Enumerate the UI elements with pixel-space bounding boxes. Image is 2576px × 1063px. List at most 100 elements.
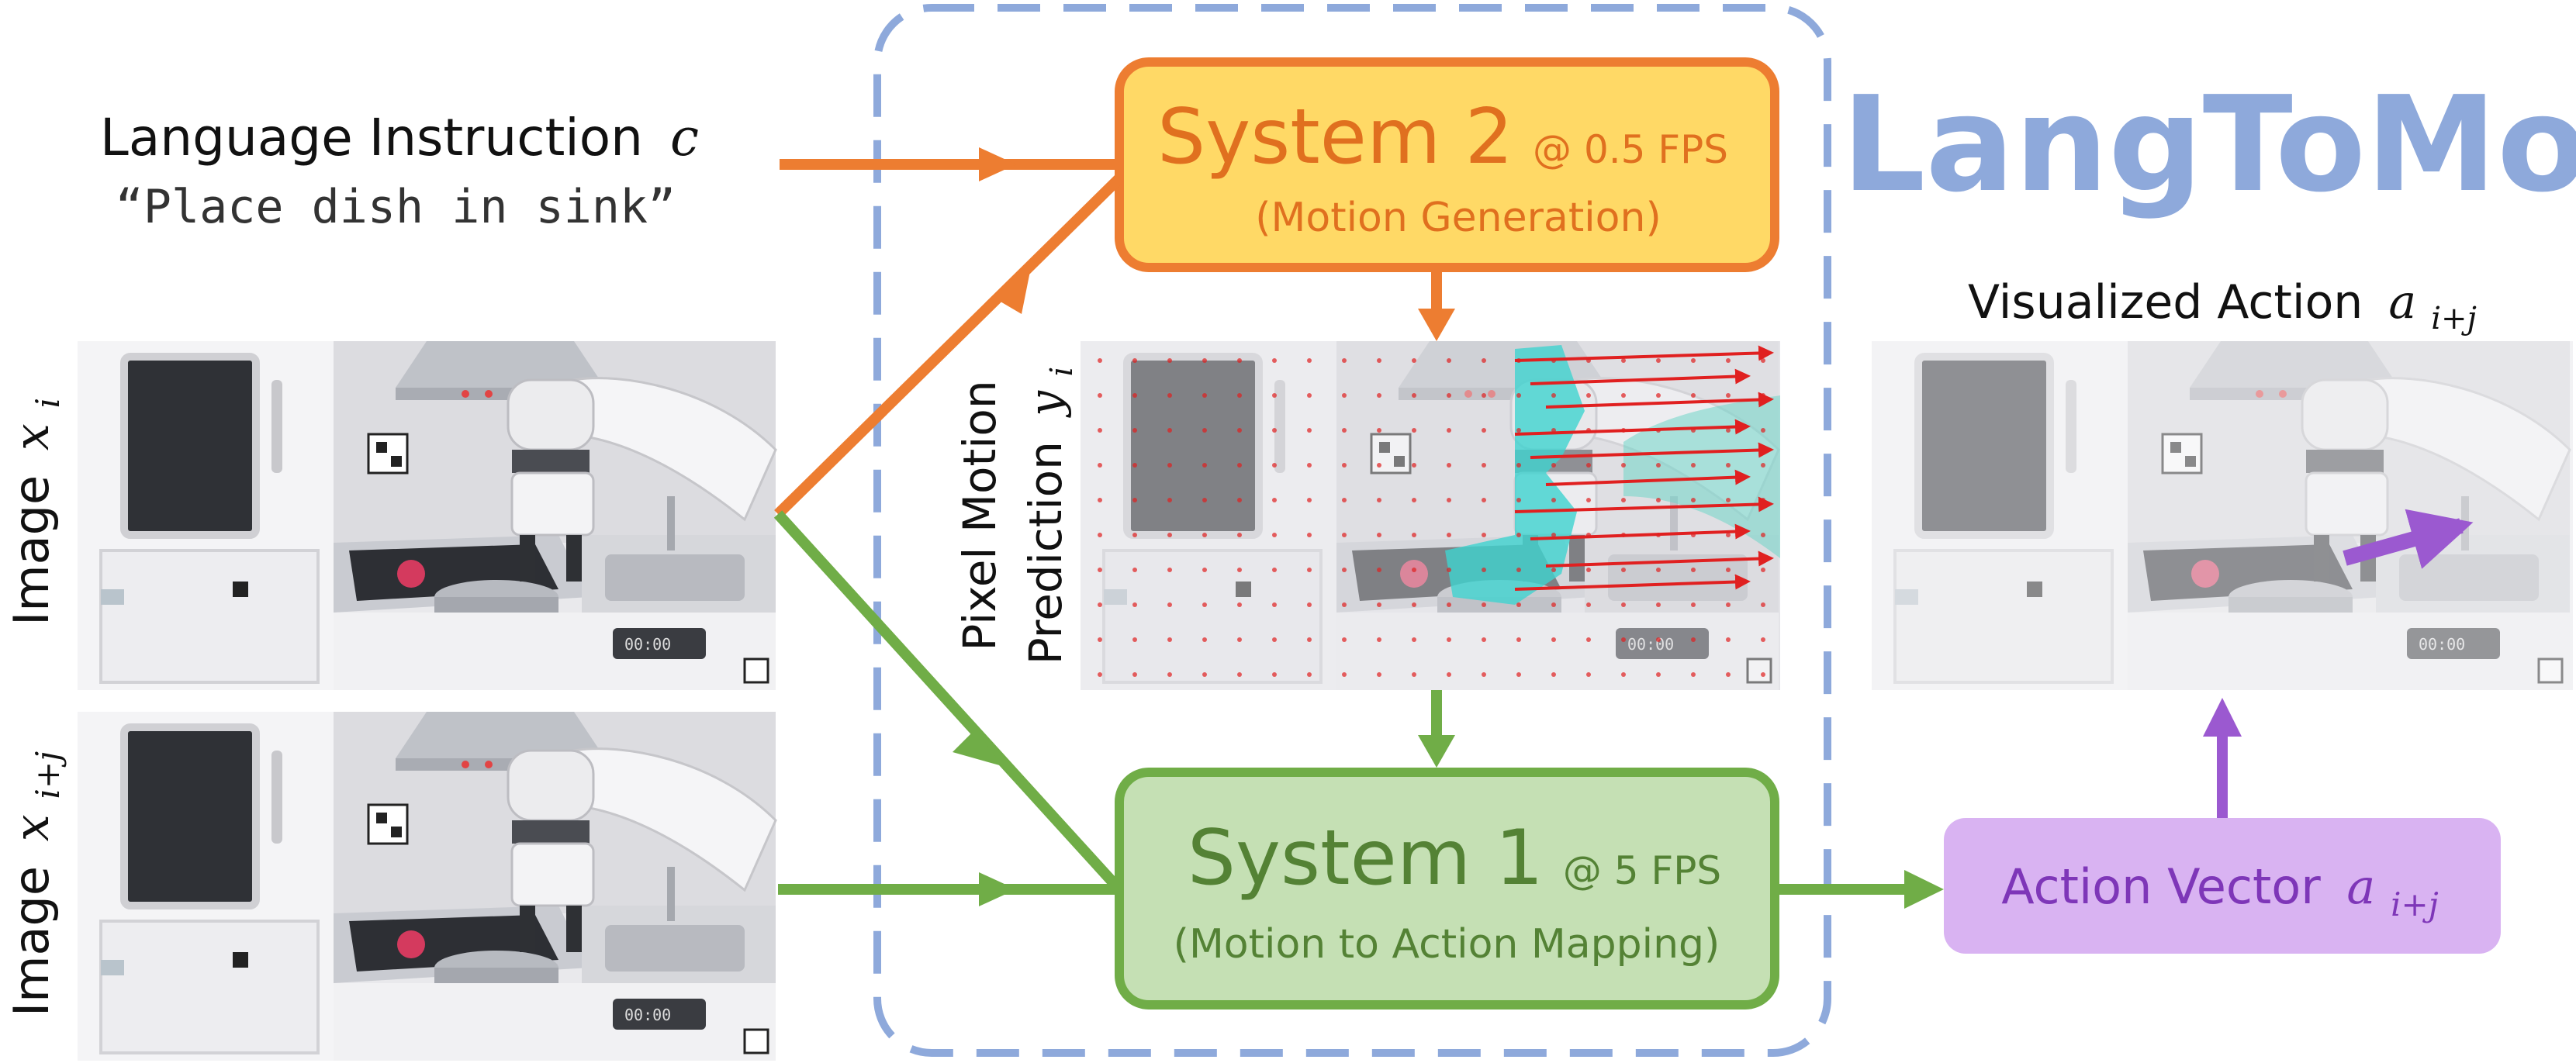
motion-dot [1342,358,1347,363]
motion-dot [1656,602,1661,607]
motion-dot [1272,358,1277,363]
motion-dot [1167,637,1172,642]
motion-dot [1307,637,1312,642]
pixel-motion-label-line2: Prediction y i [1019,367,1080,665]
motion-dot [1447,637,1451,642]
motion-dot [1761,672,1765,677]
arrow-image-xi-to-system1 [773,510,1124,893]
motion-dot [1761,637,1765,642]
motion-arrow [1545,469,1751,486]
motion-arrow [1514,345,1774,362]
motion-dot [1656,568,1661,572]
motion-dot [1516,533,1521,537]
motion-dot [1482,637,1486,642]
motion-dot [1377,498,1381,502]
motion-dot [1237,568,1242,572]
motion-dot [1621,637,1626,642]
motion-dot [1516,498,1521,502]
motion-dot [1167,672,1172,677]
system2-box[interactable] [1115,57,1779,272]
motion-dot [1307,498,1312,502]
arrow-image-to-system2 [774,174,1123,518]
motion-dot [1551,533,1556,537]
motion-dot [1412,393,1416,398]
language-instruction-label: Language Instruction c [100,108,699,167]
motion-dot [1726,637,1731,642]
motion-dot [1202,393,1207,398]
motion-dot [1621,498,1626,502]
motion-dot [1656,637,1661,642]
motion-dot [1691,498,1696,502]
motion-dot [1272,672,1277,677]
motion-dot [1447,428,1451,433]
motion-dot [1691,463,1696,468]
motion-dot [1551,463,1556,468]
motion-dot [1342,672,1347,677]
motion-dot [1307,602,1312,607]
motion-dot [1621,393,1626,398]
motion-dot [1586,602,1591,607]
visualized-action-frame [1872,341,2573,690]
system2-subtitle: (Motion Generation) [1255,195,1661,241]
motion-dot [1342,393,1347,398]
motion-dot [1621,568,1626,572]
motion-dot [1377,568,1381,572]
motion-dot [1516,463,1521,468]
motion-dot [1202,358,1207,363]
motion-dot [1237,637,1242,642]
motion-dot [1237,463,1242,468]
motion-dot [1412,602,1416,607]
motion-dot [1482,533,1486,537]
motion-dot [1551,602,1556,607]
image-xi-label: Image x i [3,398,67,626]
motion-dot [1342,602,1347,607]
motion-dot [1551,568,1556,572]
motion-dot [1621,463,1626,468]
motion-dot [1656,672,1661,677]
motion-dot [1167,533,1172,537]
motion-dot [1202,463,1207,468]
motion-dot [1447,393,1451,398]
motion-dot [1726,428,1731,433]
motion-dot [1691,637,1696,642]
motion-dot [1656,463,1661,468]
motion-dot [1691,358,1696,363]
system2-title: System 2 @ 0.5 FPS [1157,93,1728,181]
motion-dot [1726,498,1731,502]
motion-dot [1377,672,1381,677]
image-xij-frame [78,712,776,1061]
motion-dot [1447,568,1451,572]
motion-dot [1516,637,1521,642]
motion-dot [1098,358,1102,363]
motion-dot [1516,672,1521,677]
pixel-motion-label-line1: Pixel Motion [953,380,1006,651]
action-vector-label: Action Vector a i+j [2001,858,2439,923]
motion-dot [1237,393,1242,398]
motion-dot [1098,637,1102,642]
motion-dot [1726,393,1731,398]
motion-dot [1586,672,1591,677]
motion-dot [1237,358,1242,363]
motion-dot [1237,602,1242,607]
motion-dot [1132,672,1137,677]
action-vector-box[interactable] [1944,818,2501,954]
motion-dot [1272,463,1277,468]
motion-dot [1167,428,1172,433]
motion-dot [1551,393,1556,398]
motion-dot [1202,498,1207,502]
motion-dot [1761,498,1765,502]
motion-dot [1482,672,1486,677]
motion-dot [1167,498,1172,502]
motion-dot [1132,533,1137,537]
motion-dot [1412,568,1416,572]
motion-dot [1412,358,1416,363]
motion-dot [1516,568,1521,572]
motion-dot [1272,428,1277,433]
motion-dot [1342,428,1347,433]
motion-dot [1167,602,1172,607]
motion-dot [1132,358,1137,363]
motion-dot [1586,637,1591,642]
motion-arrow [1514,496,1774,513]
motion-dot [1132,602,1137,607]
